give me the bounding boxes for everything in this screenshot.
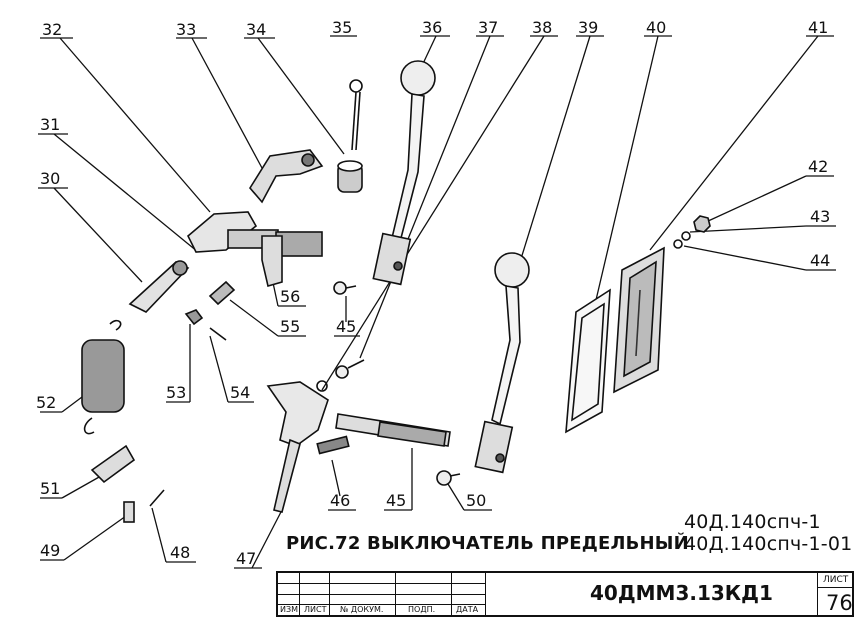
callout-40: 40 [646, 18, 666, 37]
shaft-46 [335, 413, 451, 447]
title-block: ИЗМ ЛИСТ № ДОКУМ. ПОДП. ДАТА 40ДММ3.13КД… [276, 571, 854, 617]
label-date: ДАТА [456, 605, 479, 614]
cover-plate-41 [613, 246, 665, 394]
callout-53: 53 [166, 383, 186, 402]
nut-washer-42-44 [673, 215, 711, 249]
product-code-2: 40Д.140спч-1-01 [684, 533, 853, 555]
clevis-51 [90, 444, 136, 484]
label-docnum: № ДОКУМ. [340, 605, 384, 614]
callout-52: 52 [36, 393, 56, 412]
callout-56: 56 [280, 287, 300, 306]
pin-55 [208, 280, 236, 306]
title-block-rule-3 [278, 604, 486, 605]
bolt-35 [349, 79, 363, 151]
callout-33: 33 [176, 20, 196, 39]
spring-47 [316, 435, 350, 455]
title-block-rule-1 [278, 583, 486, 584]
label-list: ЛИСТ [304, 605, 327, 614]
callout-38: 38 [532, 18, 552, 37]
washer-38 [316, 380, 328, 392]
screw-45b [436, 470, 461, 486]
switch-lever-39 [474, 252, 530, 474]
callout-51: 51 [40, 479, 60, 498]
pin-50-cotter-49 [123, 489, 165, 523]
title-block-sheet-rule [818, 587, 854, 588]
label-sign: ПОДП. [408, 605, 436, 614]
callout-48: 47 [236, 549, 256, 568]
screw-45a [333, 281, 357, 295]
document-number: 40ДММ3.13КД1 [590, 581, 773, 605]
callout-37: 37 [478, 18, 498, 37]
lever-30 [128, 260, 190, 313]
nut-53-pin-54 [184, 309, 227, 341]
callout-50: 49 [40, 541, 60, 560]
sheet-label: ЛИСТ [823, 575, 849, 585]
cam-lever-48 [266, 381, 329, 513]
callout-39: 39 [578, 18, 598, 37]
callout-42: 42 [808, 157, 828, 176]
shaft-assembly-32 [187, 211, 323, 288]
callout-47: 46 [330, 491, 350, 510]
callout-30: 30 [40, 169, 60, 188]
callout-43: 43 [810, 207, 830, 226]
gasket-40 [565, 288, 611, 434]
callout-36: 36 [422, 18, 442, 37]
callout-44: 44 [810, 251, 830, 270]
title-block-rule-2 [278, 594, 486, 595]
callout-45-lower: 50 [466, 491, 486, 510]
callout-45-upper: 45 [336, 317, 356, 336]
switch-lever-36 [372, 60, 436, 286]
callout-55: 55 [280, 317, 300, 336]
callout-46: 45 [386, 491, 406, 510]
sheet-number: 76 [826, 591, 853, 615]
callout-32: 32 [42, 20, 62, 39]
title-block-doc-cell [486, 573, 818, 615]
callout-31: 31 [40, 115, 60, 134]
product-code-1: 40Д.140спч-1 [684, 511, 821, 533]
bushing-34 [337, 160, 363, 193]
callout-34: 34 [246, 20, 266, 39]
callout-49: 48 [170, 543, 190, 562]
callout-54: 54 [230, 383, 250, 402]
callout-numbers: 32 33 34 35 36 37 38 39 40 41 42 43 44 3… [36, 18, 830, 568]
bracket-33 [249, 149, 324, 204]
leader-lines [38, 35, 836, 569]
spring-52 [81, 319, 125, 435]
screw-37 [335, 359, 365, 379]
figure-title: РИС.72 ВЫКЛЮЧАТЕЛЬ ПРЕДЕЛЬНЫЙ [286, 533, 689, 554]
callout-41: 41 [808, 18, 828, 37]
label-izm: ИЗМ [280, 605, 299, 614]
parts [81, 60, 711, 523]
callout-35: 35 [332, 18, 352, 37]
